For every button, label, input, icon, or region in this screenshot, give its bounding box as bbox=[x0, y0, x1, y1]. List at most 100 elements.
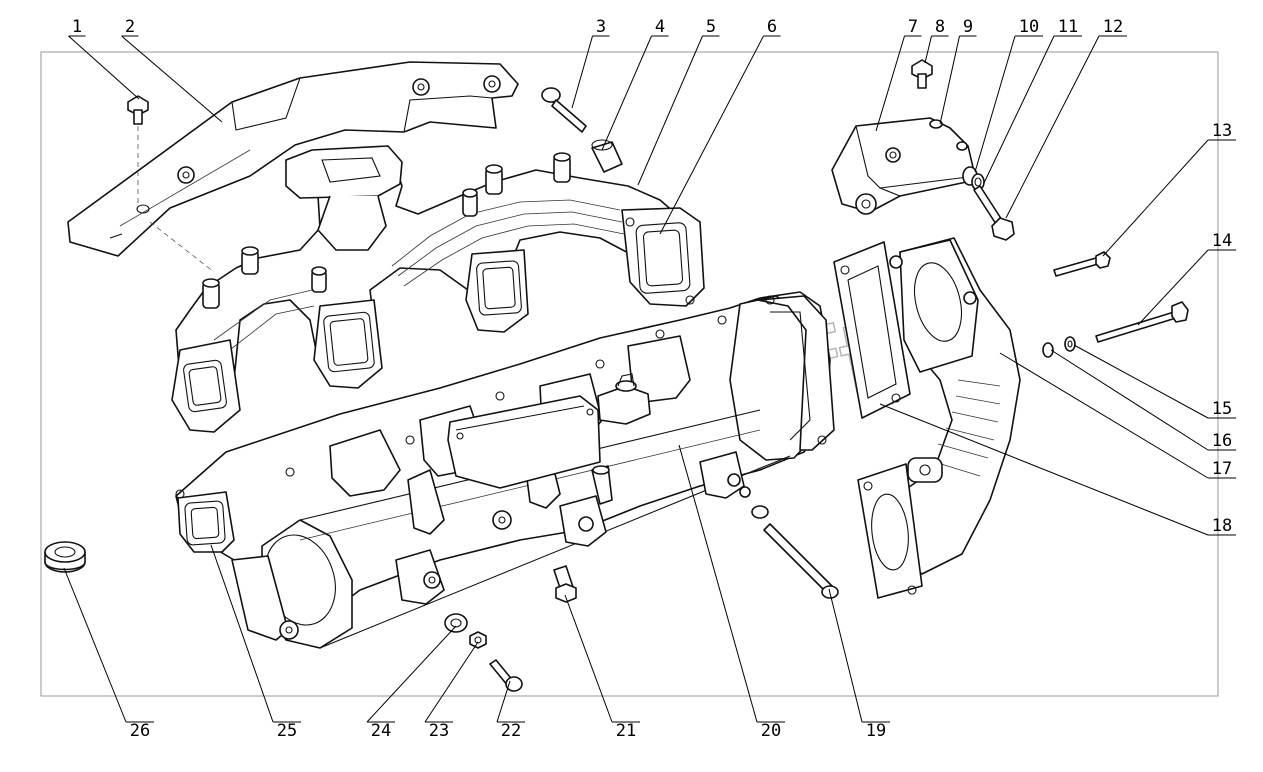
washer-24 bbox=[444, 613, 468, 633]
callout-4: 4 bbox=[601, 17, 669, 151]
heat-shield bbox=[67, 61, 519, 257]
callout-number-20: 20 bbox=[761, 721, 781, 741]
callout-10: 10 bbox=[974, 17, 1043, 173]
callout-18: 18 bbox=[879, 403, 1236, 536]
callout-number-19: 19 bbox=[866, 721, 886, 741]
callout-leader-4 bbox=[601, 35, 652, 151]
fitting-21 bbox=[553, 565, 577, 603]
callout-leader-26 bbox=[63, 567, 127, 723]
bolt-22 bbox=[489, 659, 523, 692]
callout-17: 17 bbox=[999, 352, 1236, 479]
callout-number-4: 4 bbox=[655, 17, 665, 37]
callout-11: 11 bbox=[983, 17, 1082, 184]
bolt-1 bbox=[127, 95, 149, 205]
callout-8: 8 bbox=[924, 17, 949, 64]
callout-leader-2 bbox=[121, 35, 223, 123]
callout-1: 1 bbox=[68, 17, 140, 100]
bolt-13 bbox=[1053, 251, 1111, 277]
bolt-14 bbox=[1095, 301, 1189, 343]
callout-6: 6 bbox=[659, 17, 781, 235]
callout-number-11: 11 bbox=[1058, 17, 1078, 37]
plug-cap-26 bbox=[44, 541, 86, 573]
diagram-frame bbox=[40, 51, 1219, 697]
callout-number-21: 21 bbox=[616, 721, 636, 741]
callout-number-9: 9 bbox=[963, 17, 973, 37]
callout-leader-6 bbox=[659, 35, 764, 235]
callout-number-17: 17 bbox=[1212, 459, 1232, 479]
callout-leader-7 bbox=[875, 35, 905, 132]
callout-leader-1 bbox=[68, 35, 140, 100]
callout-leader-17 bbox=[999, 352, 1209, 479]
long-bolt-19 bbox=[751, 505, 839, 599]
callout-3: 3 bbox=[571, 17, 610, 109]
callout-number-24: 24 bbox=[371, 721, 391, 741]
stud-bolt-3 bbox=[541, 87, 587, 133]
washers-15-16 bbox=[1042, 336, 1076, 358]
bracket-7 bbox=[831, 117, 977, 215]
callout-number-18: 18 bbox=[1212, 516, 1232, 536]
callout-number-7: 7 bbox=[908, 17, 918, 37]
callout-number-23: 23 bbox=[429, 721, 449, 741]
callout-leader-15 bbox=[1073, 344, 1209, 419]
nut-23 bbox=[469, 631, 487, 649]
callout-leader-11 bbox=[983, 35, 1055, 184]
callout-14: 14 bbox=[1137, 231, 1236, 326]
callout-number-22: 22 bbox=[501, 721, 521, 741]
callout-number-16: 16 bbox=[1212, 431, 1232, 451]
callout-22: 22 bbox=[496, 680, 525, 741]
callout-15: 15 bbox=[1073, 344, 1236, 419]
callout-leader-13 bbox=[1102, 139, 1209, 257]
callout-7: 7 bbox=[875, 17, 922, 132]
callout-24: 24 bbox=[366, 625, 457, 741]
callout-21: 21 bbox=[564, 594, 640, 741]
callout-number-5: 5 bbox=[706, 17, 716, 37]
callout-leader-24 bbox=[366, 625, 457, 723]
callout-13: 13 bbox=[1102, 121, 1236, 257]
callout-leader-23 bbox=[424, 641, 479, 723]
callout-25: 25 bbox=[210, 544, 301, 741]
callout-leader-14 bbox=[1137, 249, 1209, 326]
callout-5: 5 bbox=[637, 17, 720, 186]
intake-gasket-25 bbox=[177, 491, 235, 553]
callout-leader-19 bbox=[828, 588, 863, 723]
callout-leader-16 bbox=[1050, 349, 1209, 451]
callout-number-8: 8 bbox=[935, 17, 945, 37]
washer-10-ring-11 bbox=[962, 166, 985, 191]
callout-number-15: 15 bbox=[1212, 399, 1232, 419]
bolt-12 bbox=[973, 185, 1015, 241]
callout-number-3: 3 bbox=[596, 17, 606, 37]
callout-leader-25 bbox=[210, 544, 274, 723]
callout-12: 12 bbox=[1005, 17, 1127, 219]
callout-leader-9 bbox=[939, 35, 960, 125]
callout-leader-21 bbox=[564, 594, 613, 723]
callout-leader-22 bbox=[496, 680, 511, 723]
callout-number-2: 2 bbox=[125, 17, 135, 37]
callout-19: 19 bbox=[828, 588, 890, 741]
callout-leader-5 bbox=[637, 35, 703, 186]
spacer-sleeve-4 bbox=[591, 139, 623, 173]
callout-23: 23 bbox=[424, 641, 479, 741]
callout-leader-18 bbox=[879, 403, 1209, 536]
callout-leader-10 bbox=[974, 35, 1016, 173]
callout-26: 26 bbox=[63, 567, 154, 741]
callout-leader-12 bbox=[1005, 35, 1100, 219]
exhaust-manifold bbox=[149, 145, 705, 433]
callout-number-10: 10 bbox=[1019, 17, 1039, 37]
callout-2: 2 bbox=[121, 17, 223, 123]
callout-leader-8 bbox=[924, 35, 932, 64]
callout-number-14: 14 bbox=[1212, 231, 1232, 251]
callout-leader-3 bbox=[571, 35, 593, 109]
callout-number-12: 12 bbox=[1103, 17, 1123, 37]
callout-number-1: 1 bbox=[72, 17, 82, 37]
callout-16: 16 bbox=[1050, 349, 1236, 451]
flange-gasket-18 bbox=[833, 241, 911, 419]
intake-manifold-20 bbox=[175, 291, 835, 649]
callout-20: 20 bbox=[678, 444, 785, 741]
callout-number-6: 6 bbox=[767, 17, 777, 37]
callout-number-13: 13 bbox=[1212, 121, 1232, 141]
callout-9: 9 bbox=[939, 17, 977, 125]
bolt-8 bbox=[911, 59, 933, 89]
callout-number-26: 26 bbox=[130, 721, 150, 741]
